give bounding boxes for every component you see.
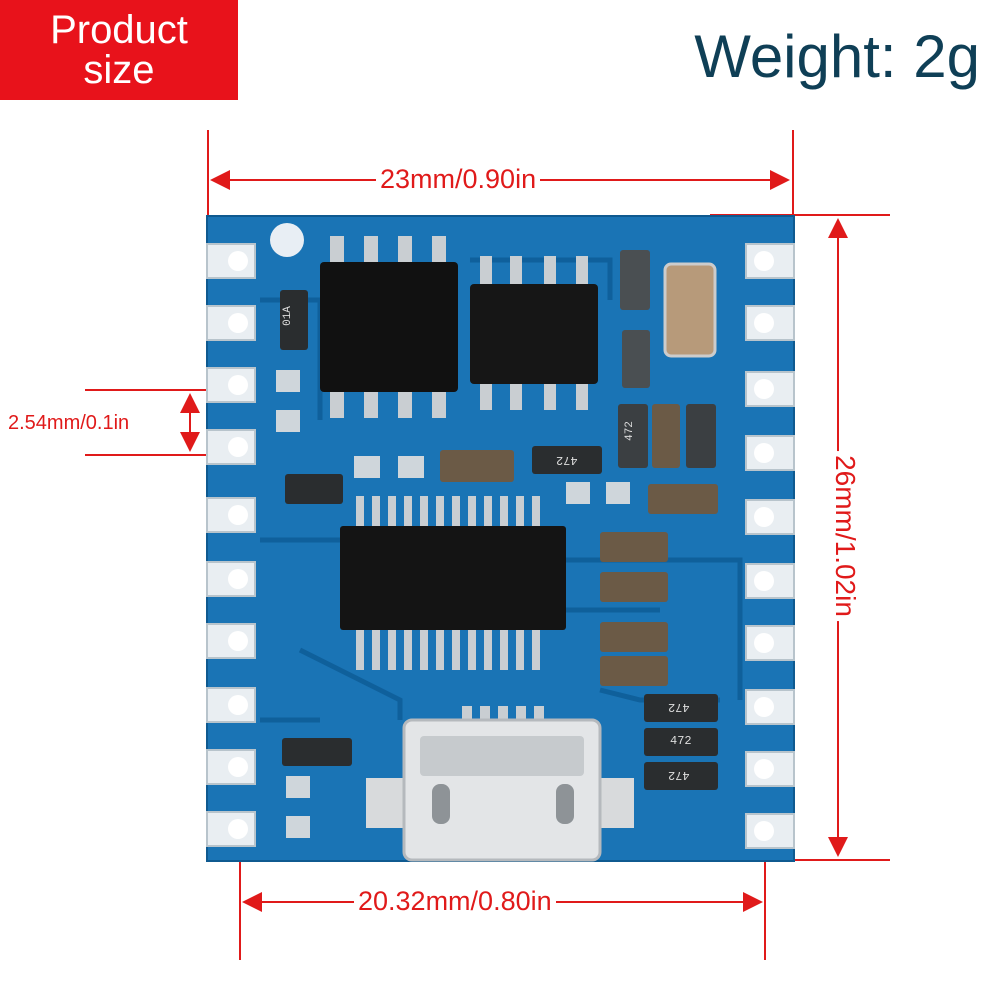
tssop-chip [340,496,566,670]
chip-label-r6: 472 [668,768,690,782]
chip-label-r5: 472 [670,734,692,748]
badge-line-1: Product [50,8,188,52]
chip-label-r2: 472 [623,421,636,441]
small-pads [276,370,630,838]
soic-chip-2 [470,256,598,410]
top-width-label: 23mm/0.90in [376,164,541,195]
height-label: 26mm/1.02in [828,451,861,621]
right-pad-holes [754,251,774,841]
bottom-width-label: 20.32mm/0.80in [354,886,556,917]
chip-label-r4: 472 [668,700,690,714]
smd-components [280,250,718,790]
soic-chip-1 [320,236,458,418]
pin-pitch-label: 2.54mm/0.1in [8,412,130,435]
micro-usb-connector [366,706,634,862]
badge-line-2: size [83,48,155,92]
fiducial-dot [270,223,304,257]
chip-label-r3: 472 [556,453,578,467]
chip-label-r1: 01A [281,306,294,326]
weight-label: Weight: 2g [694,23,980,90]
product-size-badge: Product size [0,0,238,100]
left-pad-holes [228,251,248,839]
